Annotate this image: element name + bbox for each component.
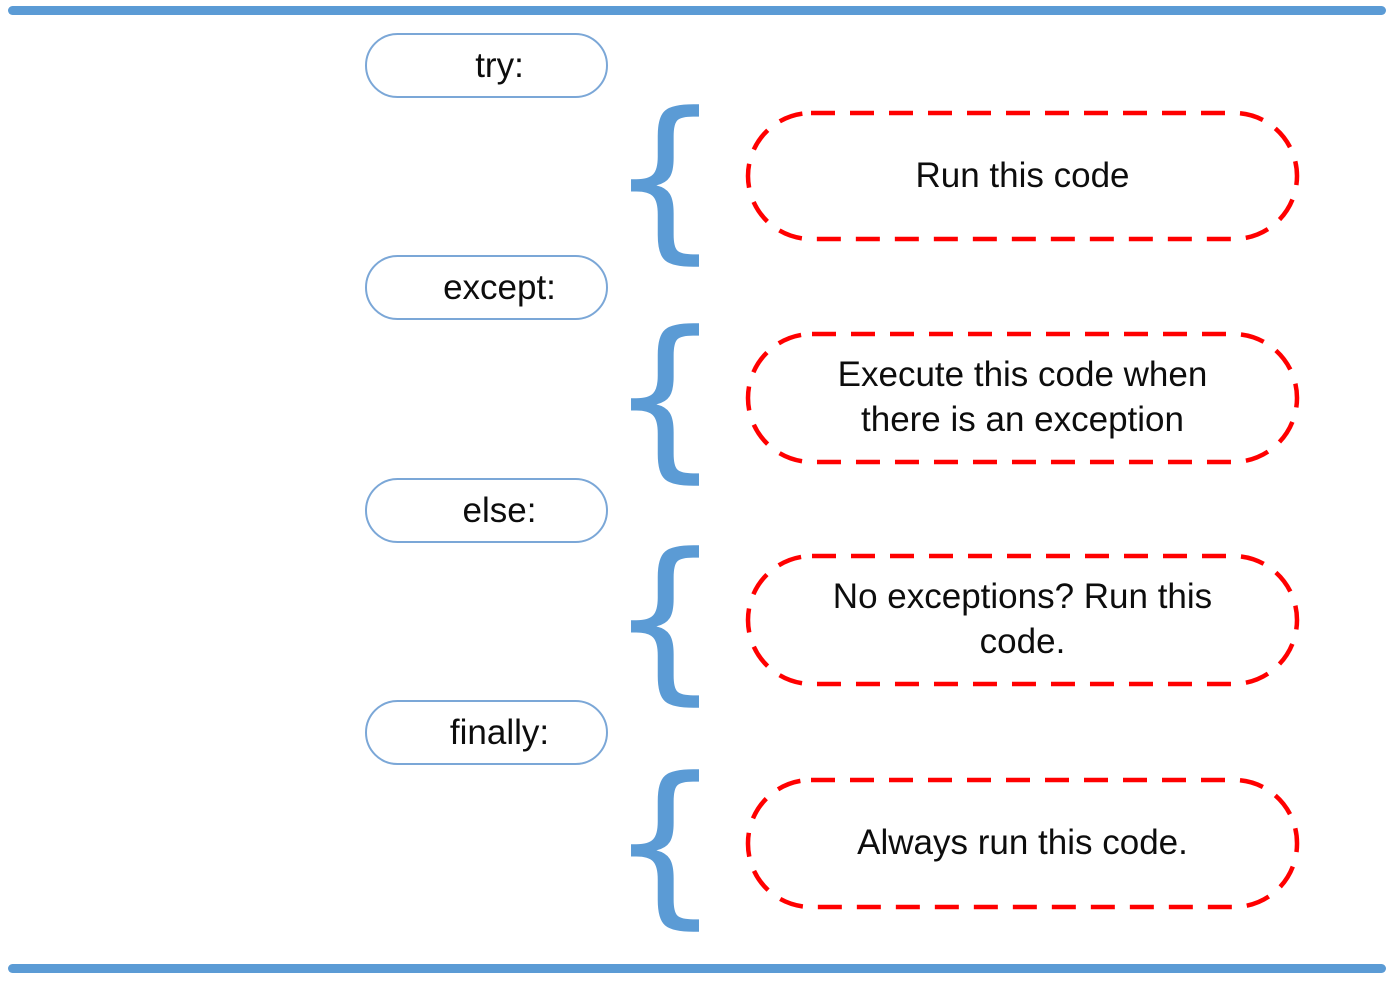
code-box-label: Run this code [915,155,1130,195]
keyword-label: except: [443,268,556,307]
keyword-label: finally: [449,713,550,752]
code-box-else: No exceptions? Run this code. [745,553,1300,687]
code-box-except: Execute this code when there is an excep… [745,331,1300,465]
keyword-pill-try[interactable]: try: [365,33,608,98]
bottom-divider-rule [8,964,1386,973]
keyword-pill-finally[interactable]: finally: [365,700,608,765]
keyword-label: try: [475,46,524,85]
code-box-finally: Always run this code. [745,777,1300,910]
code-box-try: Run this code [745,110,1300,242]
code-box-label: No exceptions? Run this code. [832,577,1213,661]
curly-brace-else: { [609,516,721,721]
code-box-label: Execute this code when there is an excep… [837,355,1208,439]
keyword-pill-else[interactable]: else: [365,478,608,543]
curly-brace-finally: { [609,740,721,945]
top-divider-rule [8,6,1386,15]
code-box-label: Always run this code. [857,823,1188,863]
curly-brace-except: { [609,294,721,499]
keyword-label: else: [462,491,537,530]
keyword-pill-except[interactable]: except: [365,255,608,320]
curly-brace-try: { [609,75,721,280]
